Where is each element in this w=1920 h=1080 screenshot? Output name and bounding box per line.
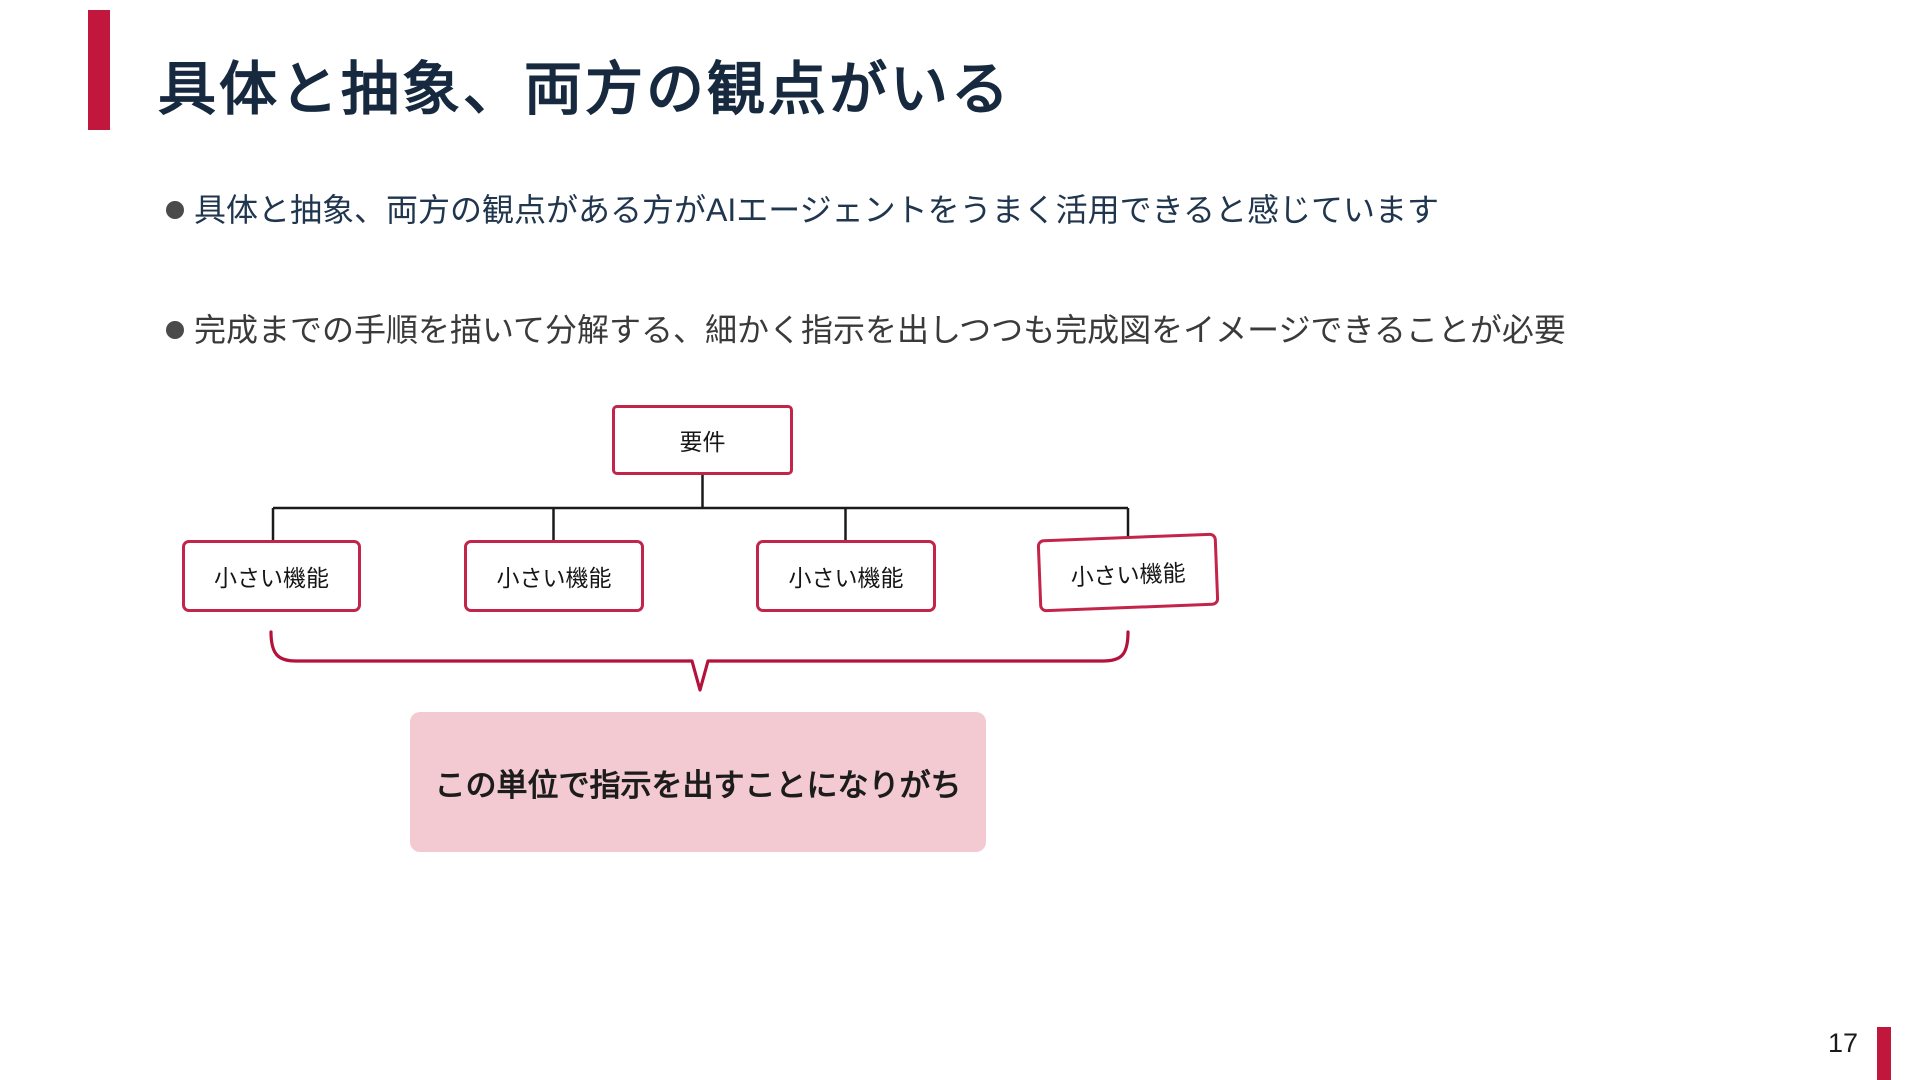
annotation-text: この単位で指示を出すことになりがち <box>434 767 962 803</box>
bullet-dot-icon <box>166 321 184 339</box>
diagram-root-box: 要件 <box>612 405 793 475</box>
bullet-dot-icon <box>166 201 184 219</box>
slide-title: 具体と抽象、両方の観点がいる <box>158 57 1013 122</box>
diagram-child-label: 小さい機能 <box>214 565 329 591</box>
page-accent-bar <box>1877 1027 1891 1080</box>
diagram-child-box: 小さい機能 <box>1036 532 1220 613</box>
annotation-box: この単位で指示を出すことになりがち <box>410 712 986 852</box>
diagram-child-box: 小さい機能 <box>182 540 361 612</box>
title-accent-bar <box>88 10 110 130</box>
diagram-child-label: 小さい機能 <box>788 565 904 591</box>
diagram-child-box: 小さい機能 <box>464 540 644 612</box>
bullet-text: 完成までの手順を描いて分解する、細かく指示を出しつつも完成図をイメージできること… <box>194 312 1566 348</box>
diagram-root-label: 要件 <box>679 429 726 455</box>
tree-connector-lines <box>271 475 1130 540</box>
bullet-text: 具体と抽象、両方の観点がある方がAIエージェントをうまく活用できると感じています <box>194 192 1439 228</box>
page-number: 17 <box>1828 1028 1859 1058</box>
diagram-child-box: 小さい機能 <box>756 540 936 612</box>
bullet-item: 具体と抽象、両方の観点がある方がAIエージェントをうまく活用できると感じています <box>166 188 1439 232</box>
bullet-item: 完成までの手順を描いて分解する、細かく指示を出しつつも完成図をイメージできること… <box>166 308 1566 352</box>
brace-icon <box>269 630 1130 692</box>
diagram-child-label: 小さい機能 <box>1070 559 1187 590</box>
diagram-child-label: 小さい機能 <box>496 565 612 591</box>
